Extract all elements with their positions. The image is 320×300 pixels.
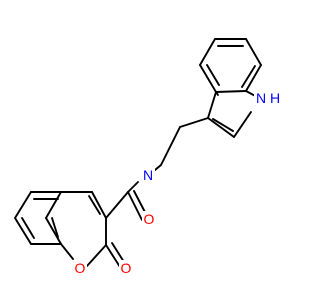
- structure-canvas: N N H O O O: [14, 38, 282, 276]
- label-o-ring: O: [75, 260, 86, 276]
- coumarin-ring-system: [14, 191, 125, 268]
- label-h-indole: H: [270, 90, 280, 106]
- indole-pyrrole-ring: [207, 90, 260, 138]
- label-o-carbonyl: O: [144, 211, 155, 227]
- label-n-amide: N: [143, 167, 153, 183]
- indole-benzene-ring: [199, 38, 262, 93]
- atom-n-amide: N: [141, 167, 155, 183]
- atom-o-lactone: O: [119, 260, 133, 276]
- atom-o-ring: O: [73, 260, 87, 276]
- label-n-indole: N: [256, 90, 266, 106]
- atom-nh-indole: N H: [254, 90, 282, 106]
- atom-o-carbonyl: O: [142, 211, 156, 227]
- molecule-diagram: N N H O O O: [14, 38, 282, 276]
- ethyl-linker: [154, 117, 209, 171]
- label-o-lactone: O: [121, 260, 132, 276]
- amide-group: [105, 181, 148, 221]
